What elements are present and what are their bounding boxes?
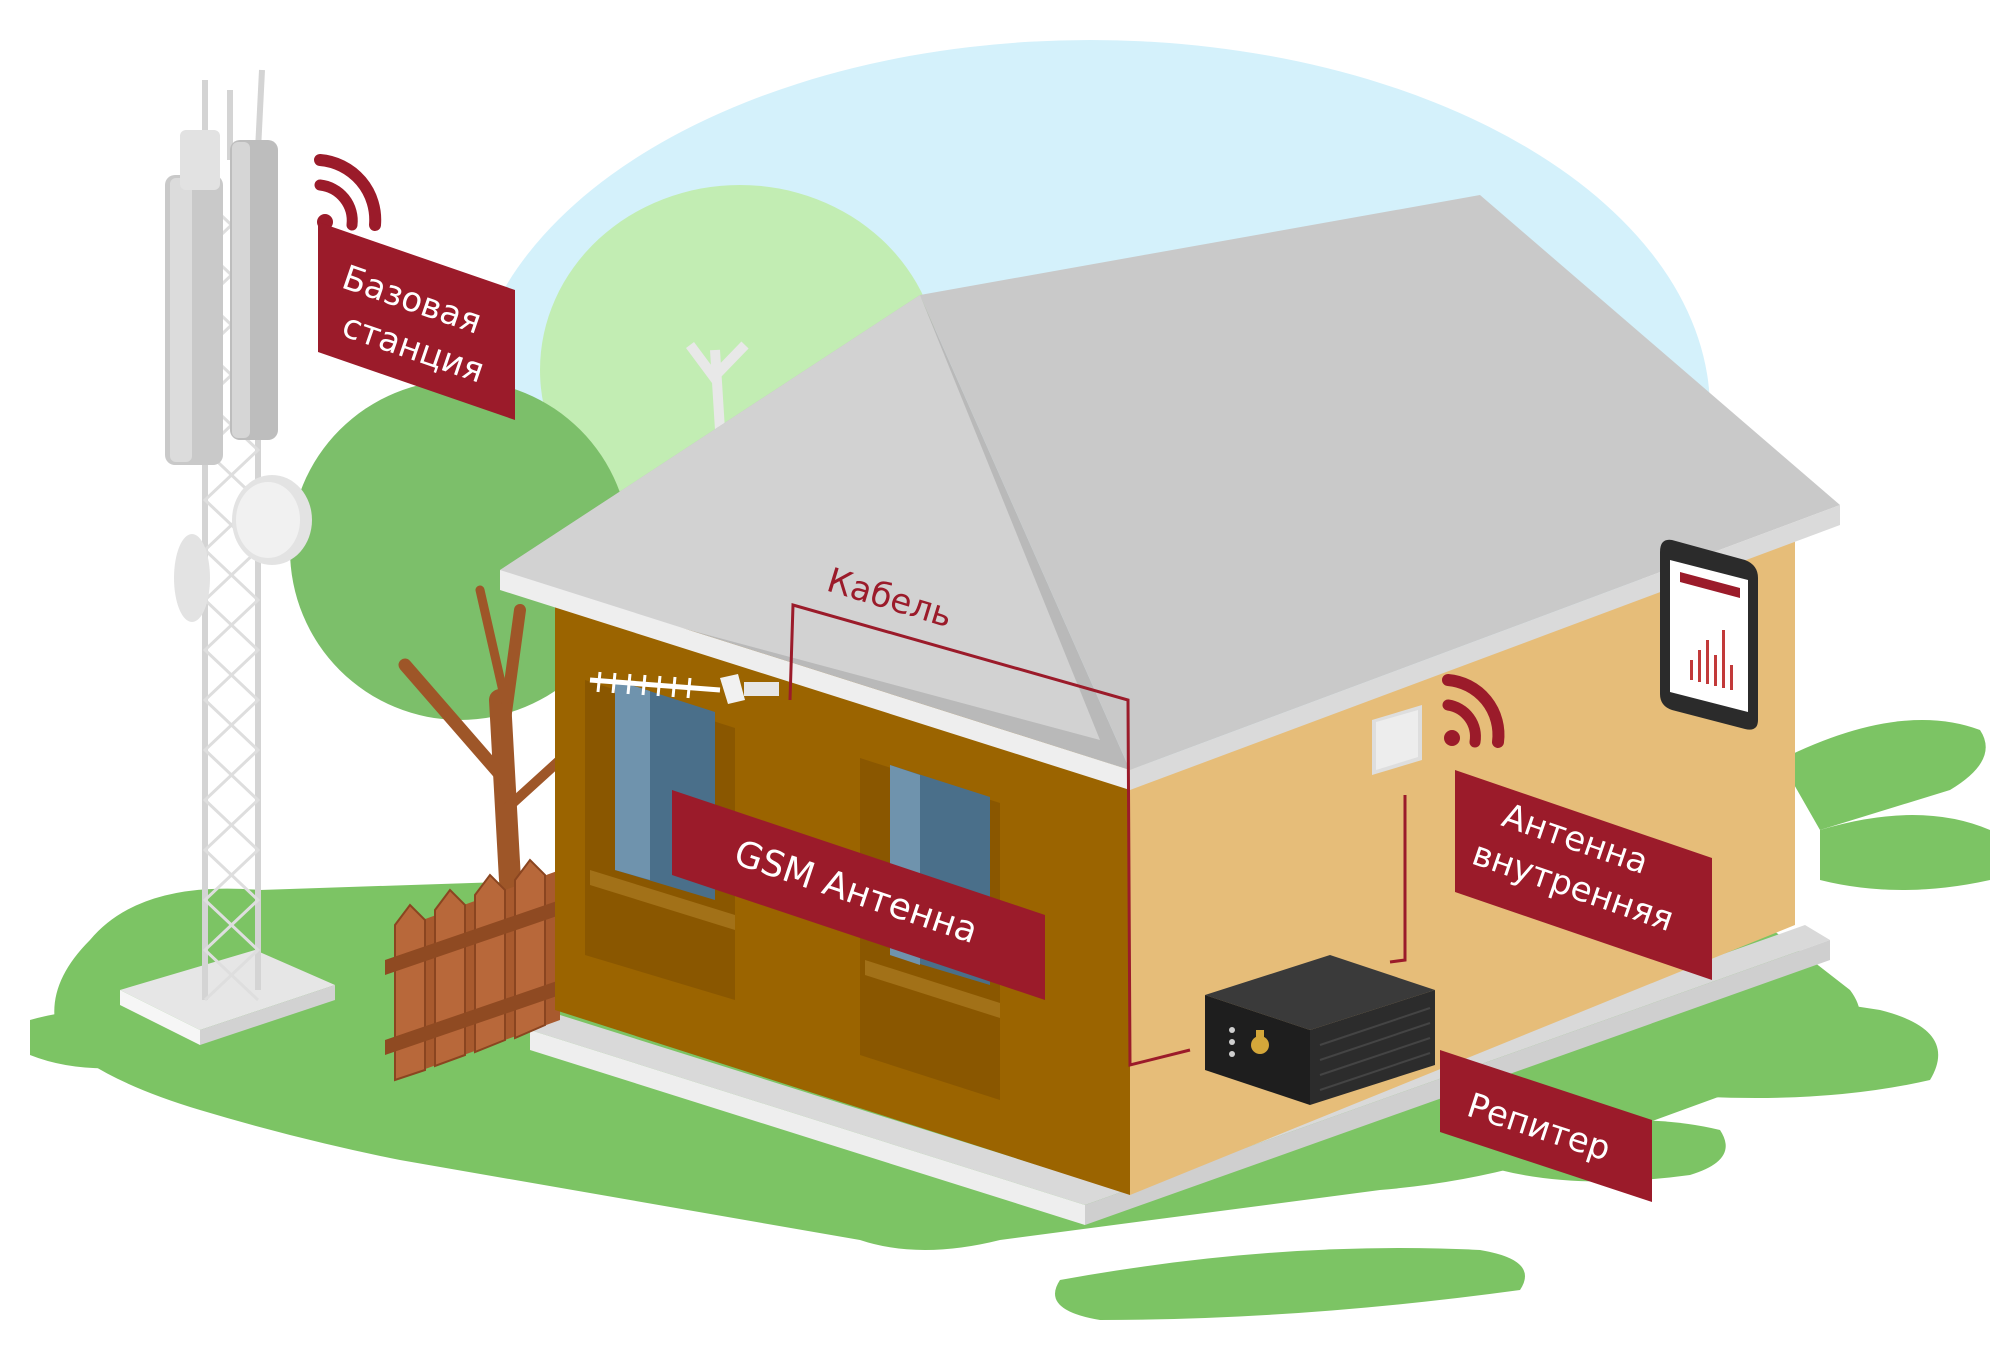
roof-left	[500, 295, 1100, 740]
signal-waves-icon	[314, 154, 382, 231]
cell-tower-icon	[120, 69, 335, 1045]
house-roof	[500, 195, 1840, 790]
yagi-antenna-icon	[589, 671, 779, 704]
tree-icon	[398, 585, 565, 891]
cable-line	[788, 603, 1407, 1067]
roof-top	[920, 195, 1840, 770]
tree-dark-green	[290, 380, 630, 720]
panel-antenna-icon	[1372, 705, 1422, 775]
repeater-device-icon	[1205, 955, 1435, 1105]
smartphone-icon	[1660, 539, 1758, 730]
fence-icon	[385, 858, 560, 1082]
window-left	[585, 680, 735, 1000]
tree-light-trunk	[685, 341, 749, 431]
signal-waves-icon	[1442, 674, 1505, 748]
label-base-station: Базовая станция	[318, 222, 515, 420]
